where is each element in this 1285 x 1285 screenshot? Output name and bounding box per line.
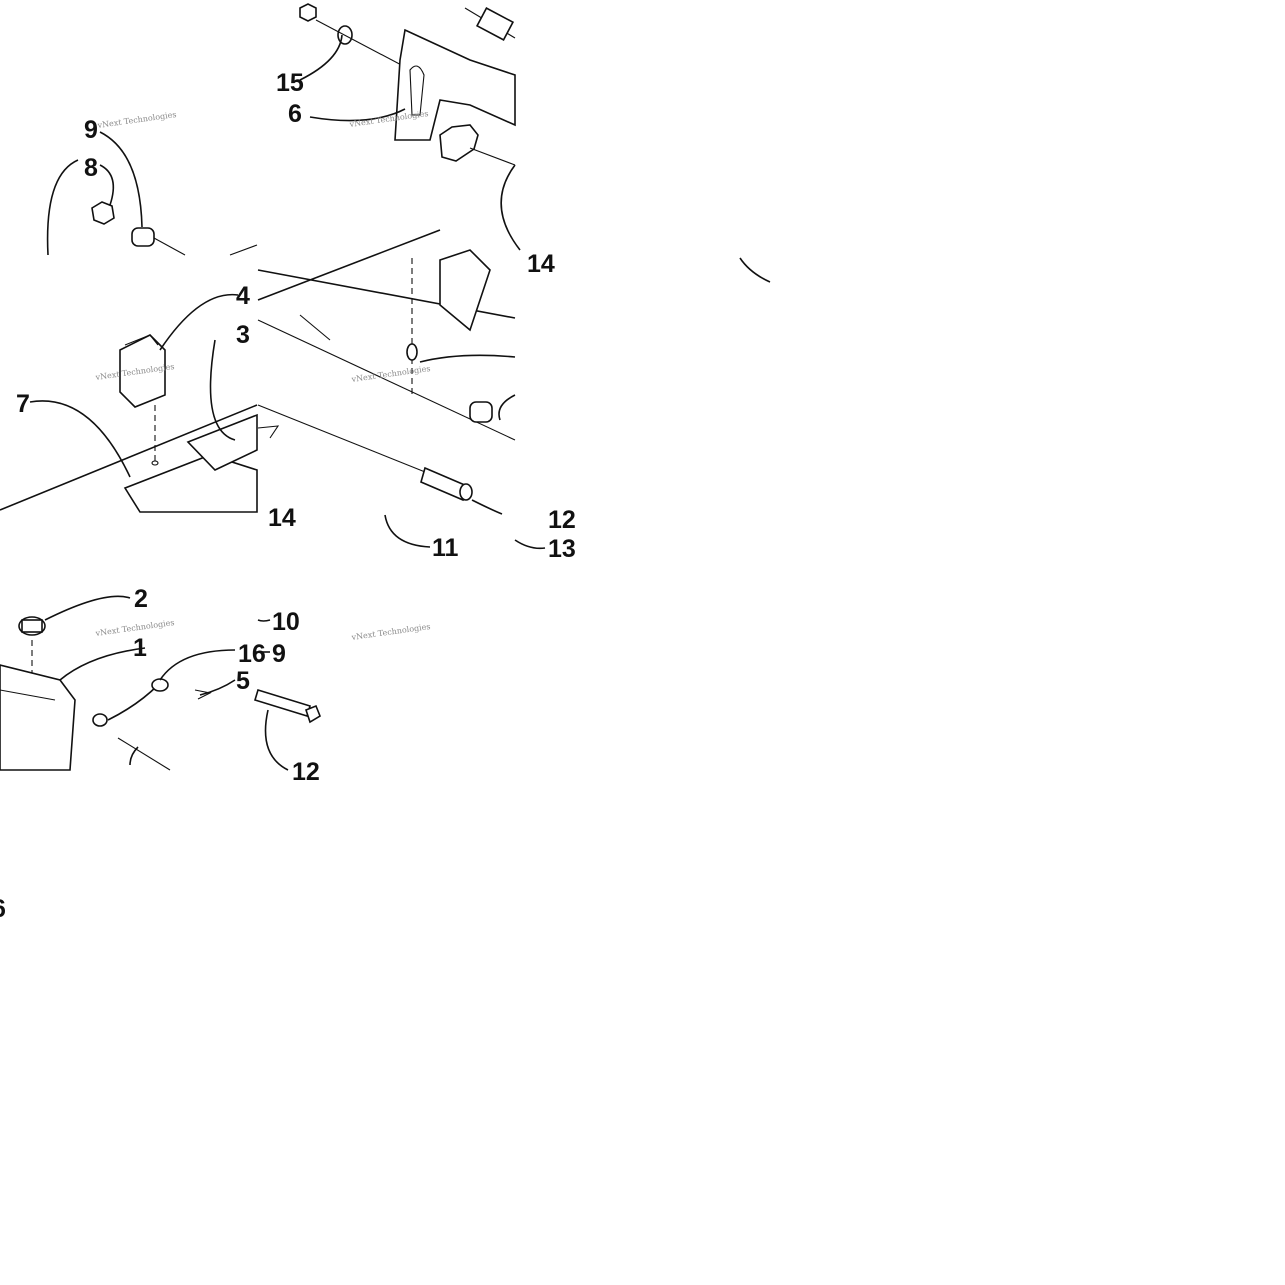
callout-9-top: 9 (84, 116, 98, 144)
callout-13: 13 (548, 535, 576, 563)
callout-7: 7 (16, 390, 30, 418)
callout-14-top: 14 (527, 250, 555, 278)
callout-8: 8 (84, 154, 98, 182)
callout-6-edge: 6 (0, 895, 6, 923)
callout-15: 15 (276, 69, 304, 97)
callout-6: 6 (288, 100, 302, 128)
watermark: vNext Technologies (350, 622, 431, 642)
callout-labels: 15 6 9 8 14 4 3 7 14 11 12 13 2 1 10 16 … (0, 69, 576, 923)
cable-and-bolt (0, 595, 321, 771)
callout-14-mid: 14 (268, 504, 296, 532)
callout-2: 2 (134, 585, 148, 613)
callout-10: 10 (272, 608, 300, 636)
callout-3: 3 (236, 321, 250, 349)
watermark: vNext Technologies (96, 110, 177, 130)
bracket-assembly (299, 3, 771, 283)
callout-16: 16 (238, 640, 266, 668)
frame-and-bolts (257, 229, 546, 550)
nut-and-spacer (46, 131, 258, 256)
hood-base-with-decals (0, 293, 280, 513)
callout-1: 1 (133, 634, 147, 662)
callout-12-low: 12 (292, 758, 320, 786)
callout-12-mid: 12 (548, 506, 576, 534)
callout-4: 4 (236, 282, 250, 310)
callout-11: 11 (432, 534, 459, 562)
callout-leaders (256, 619, 271, 653)
callout-9-low: 9 (272, 640, 286, 668)
callout-5: 5 (236, 667, 250, 695)
watermark: vNext Technologies (350, 364, 431, 384)
